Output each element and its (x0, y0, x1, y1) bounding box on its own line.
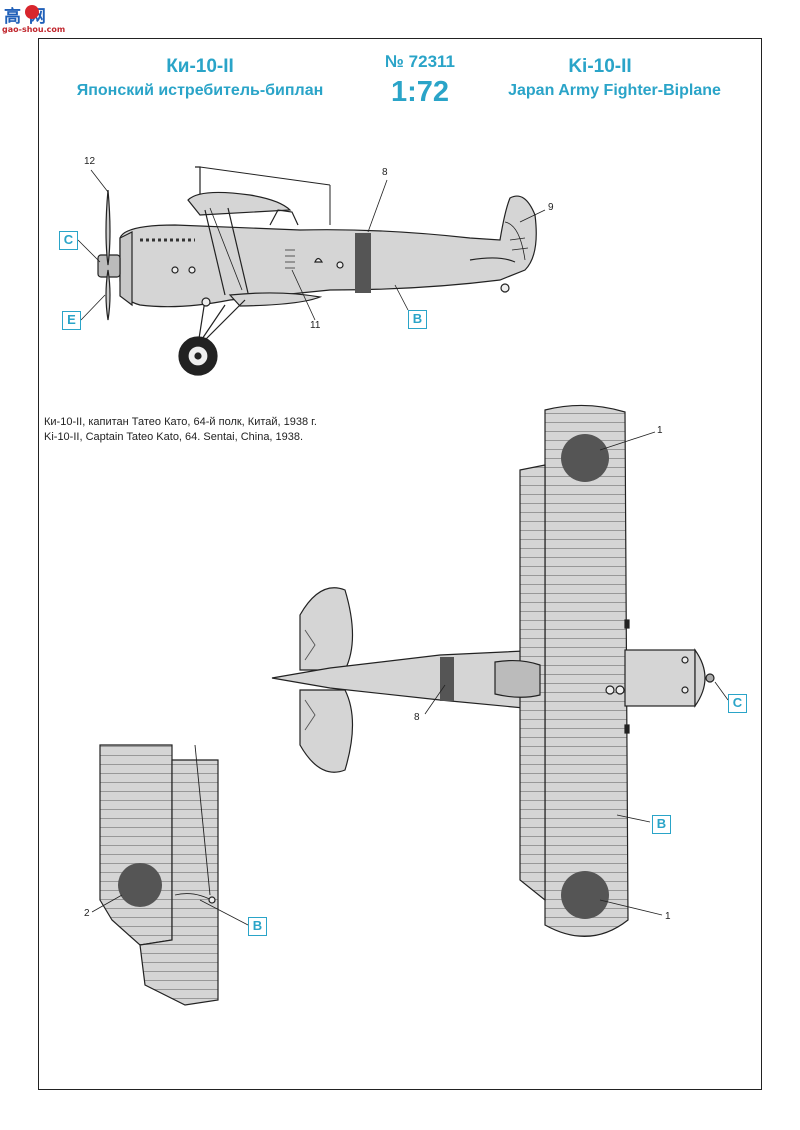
caption-ru: Ки-10-II, капитан Татео Като, 64-й полк,… (44, 416, 317, 428)
paint-callout-b-top: B (652, 815, 671, 834)
paint-callout-e-side: E (62, 311, 81, 330)
tailplane-left (299, 587, 354, 671)
title-ru: Ки-10-II (166, 56, 234, 77)
watermark-url: gao-shou.com (2, 25, 66, 34)
paint-callout-b-lower: B (248, 917, 267, 936)
top-view (271, 404, 715, 937)
subtitle-en: Japan Army Fighter-Biplane (508, 82, 721, 99)
propeller-blade-up (105, 189, 111, 266)
lower-wing-panel-1 (99, 744, 173, 946)
under-roundel (118, 863, 162, 907)
part-number-under-roundel: 2 (84, 908, 90, 919)
lower-wing-panel-2 (139, 759, 219, 1006)
fuselage-band-top (440, 657, 454, 701)
sheet-frame (38, 38, 762, 1090)
side-view (97, 166, 537, 376)
part-number-lower-roundel: 1 (665, 911, 671, 922)
part-number-band-side: 8 (382, 167, 388, 178)
part-number-exhaust: 11 (310, 320, 321, 331)
subtitle-ru: Японский истребитель-биплан (76, 82, 324, 99)
catalog-number: № 72311 (384, 52, 455, 71)
upper-wing-top (544, 404, 629, 937)
tailplane-right (299, 689, 354, 773)
fuselage-band-side (355, 233, 371, 293)
paint-callout-c-top: C (728, 694, 747, 713)
fuselage-side (119, 195, 537, 308)
paint-callout-b-side: B (408, 310, 427, 329)
lower-wing-side (228, 292, 323, 307)
caption-en: Ki-10-II, Captain Tateo Kato, 64. Sentai… (44, 431, 304, 443)
upper-wing-side (187, 191, 292, 216)
lower-wing-detail (99, 744, 219, 1006)
propeller-blade-down (105, 269, 111, 321)
title-en: Ki-10-II (568, 56, 632, 77)
part-number-propeller: 12 (84, 156, 96, 167)
upper-roundel-2 (561, 871, 609, 919)
upper-roundel-1 (561, 434, 609, 482)
paint-callout-c-side: C (59, 231, 78, 250)
part-number-band-top: 8 (414, 712, 420, 723)
part-number-tail: 9 (548, 202, 554, 213)
watermark-logo-icon (25, 5, 39, 19)
part-number-upper-roundel: 1 (657, 425, 663, 436)
scale-label: 1:72 (390, 76, 450, 108)
site-watermark: 高 网 gao-shou.com (2, 2, 74, 36)
